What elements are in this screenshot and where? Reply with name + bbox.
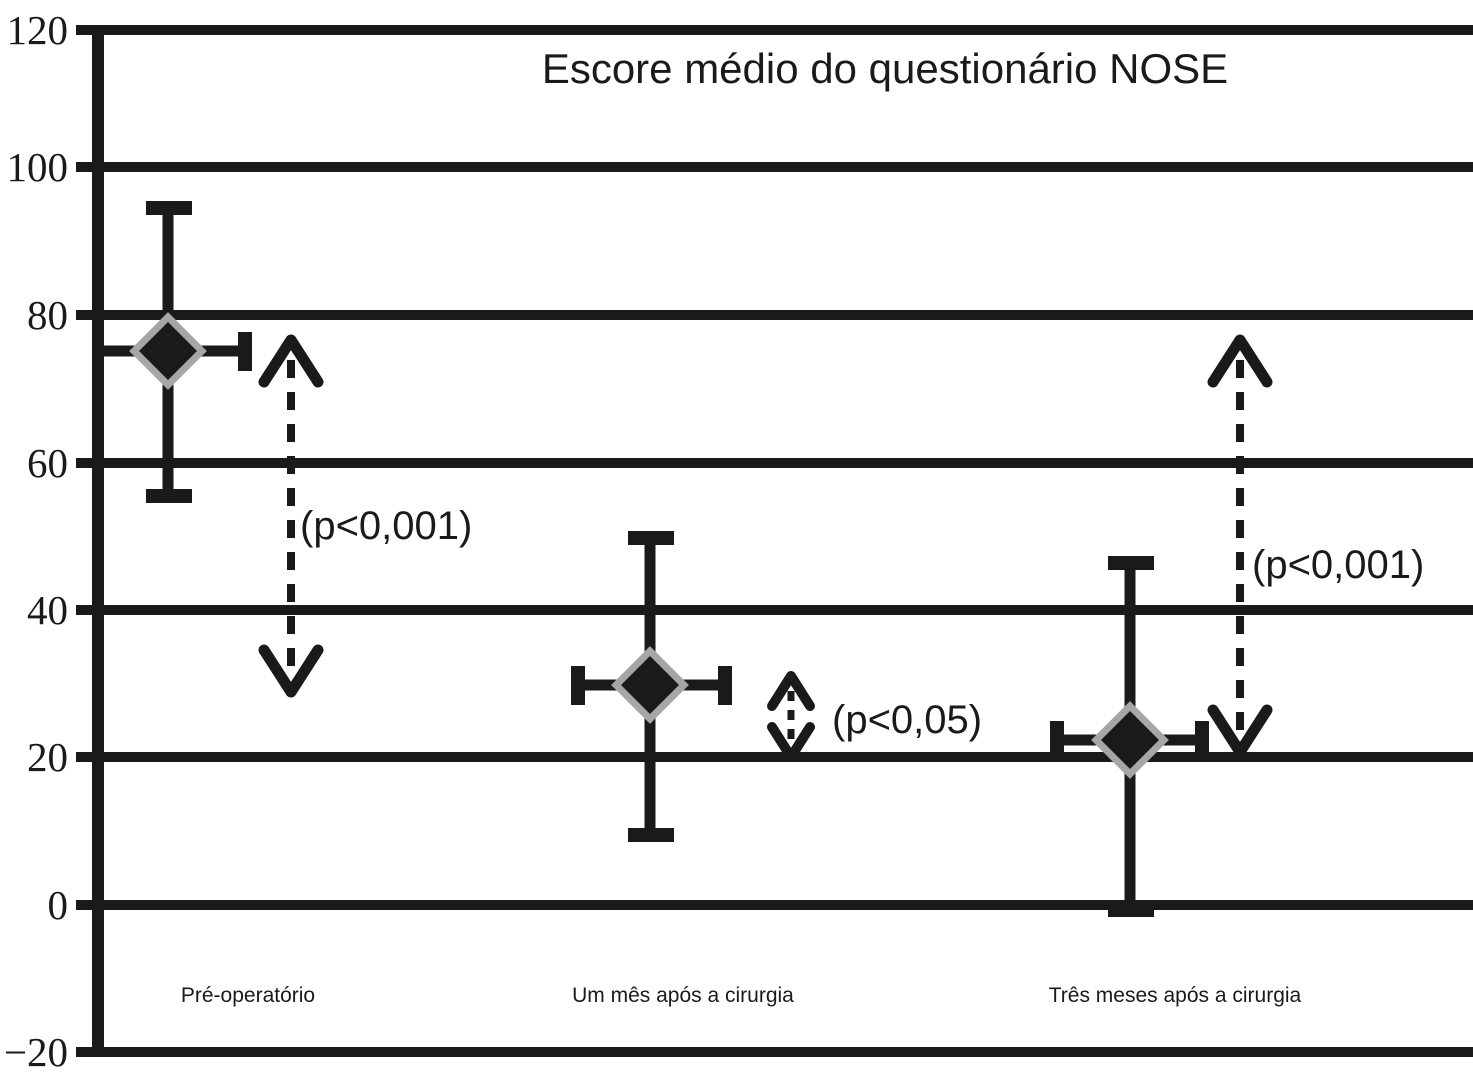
annotation-p-pre-vs-1mes: (p<0,001) (258, 334, 472, 698)
category-label-1: Pré-operatório (181, 984, 315, 1007)
ytick-label-minus20: −20 (4, 1029, 68, 1075)
ytick-label-40: 40 (27, 587, 68, 633)
data-point-group-3 (1050, 556, 1209, 917)
ytick-label-0: 0 (48, 882, 69, 928)
data-point-group-2 (571, 531, 732, 842)
annotation-p-1mes-vs-3meses: (p<0,05) (767, 671, 982, 762)
data-point-group-1 (96, 201, 252, 503)
ytick-label-80: 80 (27, 292, 68, 338)
gridlines (96, 25, 1473, 1057)
annotation-arrowhead-up-1 (258, 334, 324, 388)
annotation-arrowhead-down-2 (767, 722, 815, 762)
annotation-arrowhead-up-3 (1207, 334, 1273, 388)
ytick-label-60: 60 (27, 440, 68, 486)
annotation-label-1: (p<0,001) (300, 504, 472, 548)
chart-title: Escore médio do questionário NOSE (542, 45, 1228, 92)
annotation-label-3: (p<0,001) (1252, 543, 1424, 587)
annotation-arrowhead-down-1 (258, 644, 324, 698)
marker-diamond-3 (1091, 701, 1169, 779)
category-label-2: Um mês após a cirurgia (572, 984, 794, 1007)
marker-diamond-1 (129, 312, 207, 390)
ytick-label-100: 100 (7, 144, 69, 190)
marker-diamond-2 (611, 646, 689, 724)
annotation-label-2: (p<0,05) (832, 698, 982, 742)
annotation-arrowhead-down-3 (1207, 704, 1273, 758)
ytick-label-120: 120 (7, 7, 69, 53)
annotation-arrowhead-up-2 (767, 671, 815, 711)
annotation-p-pre-vs-3meses: (p<0,001) (1207, 334, 1424, 758)
y-axis-ticks (76, 25, 116, 1057)
category-label-3: Três meses após a cirurgia (1049, 984, 1302, 1007)
ytick-label-20: 20 (27, 734, 68, 780)
